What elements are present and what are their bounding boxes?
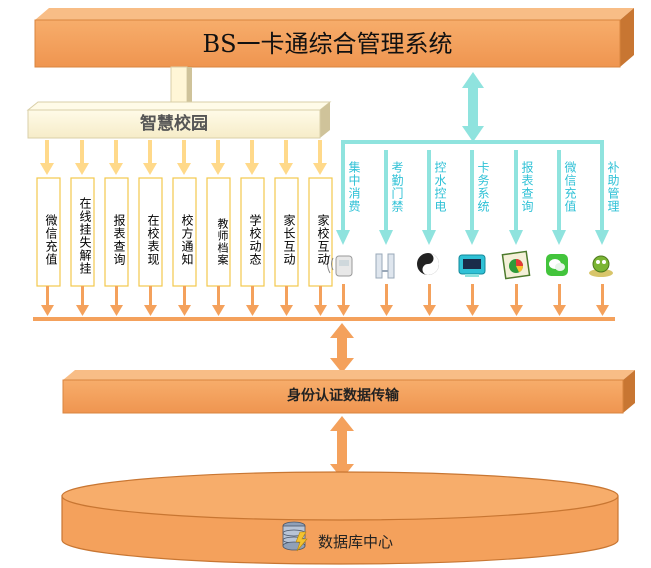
- right-item-3: 卡务系统: [476, 161, 490, 213]
- smart-item-1: 在线挂失解挂: [78, 197, 92, 275]
- title-bar: [34, 8, 634, 68]
- db-label: 数据库中心: [318, 533, 394, 551]
- water-electric-icon: [417, 253, 439, 275]
- smart-item-boxes: [36, 177, 333, 287]
- teal-arrows: [336, 150, 609, 245]
- right-item-4: 报表查询: [520, 161, 534, 213]
- right-item-5: 微信充值: [563, 161, 577, 213]
- smart-item-0: 微信充值: [44, 214, 58, 266]
- database-cylinder: [61, 471, 619, 565]
- right-item-1: 考勤门禁: [390, 161, 404, 213]
- turnstile-icon: [375, 253, 395, 279]
- smart-item-3: 在校表现: [146, 214, 160, 266]
- wechat-icon: [546, 254, 568, 276]
- auth-bar: [62, 370, 635, 414]
- smart-campus-bar: [26, 101, 332, 139]
- yellow-arrows: [40, 140, 327, 175]
- smart-item-2: 报表查询: [112, 214, 126, 266]
- card-terminal-icon: [458, 254, 486, 277]
- orange-bus-arrows: [41, 284, 609, 316]
- bus-to-auth-arrow: [330, 323, 354, 373]
- auth-to-db-arrow: [330, 416, 354, 479]
- smart-item-5: 教师档案: [216, 218, 229, 266]
- teal-bracket: [341, 140, 604, 152]
- title-to-campus-connector: [170, 66, 192, 110]
- right-item-2: 控水控电: [433, 161, 447, 213]
- right-item-6: 补助管理: [606, 161, 620, 213]
- smart-item-7: 家长互动: [282, 214, 296, 266]
- subsidy-icon: [589, 255, 613, 277]
- teal-main-arrow: [462, 72, 484, 142]
- smart-item-6: 学校动态: [248, 214, 262, 266]
- smart-campus-label: 智慧校园: [140, 114, 208, 134]
- orange-bus-line: [33, 317, 615, 321]
- page-title: BS一卡通综合管理系统: [202, 30, 453, 58]
- right-item-0: 集中消费: [347, 161, 361, 213]
- auth-label: 身份认证数据传输: [287, 388, 399, 404]
- pos-terminal-icon: [327, 254, 353, 277]
- smart-item-8: 家校互动: [316, 214, 330, 266]
- report-chart-icon: [501, 250, 531, 280]
- smart-item-4: 校方通知: [180, 214, 194, 266]
- database-icon: [282, 521, 308, 552]
